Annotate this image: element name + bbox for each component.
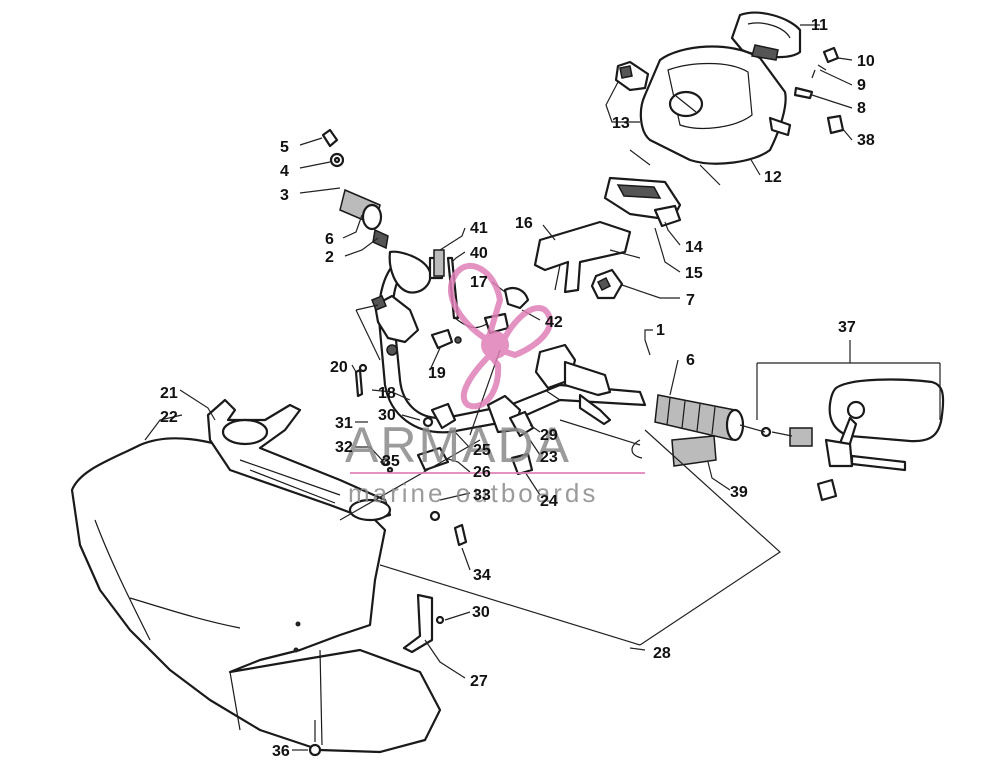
- gauge: [730, 11, 802, 61]
- windshield-mount-bracket: [206, 398, 392, 522]
- ignition-switch: [614, 60, 650, 92]
- control-bracket: [533, 220, 632, 294]
- callout-19: 19: [428, 365, 446, 382]
- callout-6-right: 6: [686, 352, 695, 369]
- callout-34: 34: [473, 567, 491, 584]
- bolt-20: [354, 363, 368, 398]
- callout-26: 26: [473, 464, 491, 481]
- callout-28: 28: [653, 645, 671, 662]
- callout-18: 18: [378, 385, 396, 402]
- callout-27: 27: [470, 673, 488, 690]
- callout-8: 8: [857, 100, 866, 117]
- callout-22: 22: [160, 409, 178, 426]
- callout-31: 31: [335, 415, 353, 432]
- callout-14: 14: [685, 239, 703, 256]
- grip-heater: [631, 435, 717, 467]
- callout-24: 24: [540, 493, 558, 510]
- callout-6-left: 6: [325, 231, 334, 248]
- throttle-control: [371, 294, 420, 356]
- heater-control-panel: [603, 176, 682, 228]
- cable-sleeve: [433, 249, 445, 277]
- clamp-42: [503, 286, 530, 310]
- left-grip-assembly: [321, 128, 389, 250]
- windshield-hole: [293, 647, 299, 653]
- callout-33: 33: [473, 487, 491, 504]
- switch-7: [590, 268, 624, 300]
- callout-37: 37: [838, 319, 856, 336]
- callout-23: 23: [540, 449, 558, 466]
- callout-13: 13: [612, 115, 630, 132]
- leader-lines: [144, 24, 853, 751]
- windshield-hole: [295, 621, 301, 627]
- callout-2: 2: [325, 249, 334, 266]
- callout-39: 39: [730, 484, 748, 501]
- brake-lever-assembly: [534, 343, 612, 426]
- callout-20: 20: [330, 359, 348, 376]
- callout-11: 11: [811, 17, 828, 34]
- instrument-pod: [639, 45, 792, 165]
- watermark-subtitle: marine outboards: [348, 478, 598, 508]
- callout-30-lower: 30: [472, 604, 490, 621]
- mirror-assembly: [760, 378, 945, 502]
- callout-25: 25: [473, 442, 491, 459]
- callout-29: 29: [540, 427, 558, 444]
- callout-36: 36: [272, 743, 290, 760]
- callout-38: 38: [857, 132, 875, 149]
- callout-42: 42: [545, 314, 563, 331]
- callout-1: 1: [656, 322, 665, 339]
- callout-41: 41: [470, 220, 488, 237]
- callout-12: 12: [764, 169, 782, 186]
- propeller-logo: [447, 262, 554, 410]
- callout-17: 17: [470, 274, 488, 291]
- reference-lines: [339, 149, 941, 646]
- callout-7: 7: [686, 292, 695, 309]
- callout-40: 40: [470, 245, 488, 262]
- gauge-hardware: [793, 46, 845, 135]
- callout-21: 21: [160, 385, 178, 402]
- watermark-rule: [350, 472, 645, 474]
- callout-30-upper: 30: [378, 407, 396, 424]
- mirror-spacer: [789, 427, 813, 447]
- lower-bracket: [308, 510, 468, 757]
- callout-labels: 1 2 3 4 5 6 6 7 8 9 10 11 12 13 14 15 16…: [160, 17, 875, 760]
- callout-35: 35: [382, 453, 400, 470]
- watermark-title: ARMADA: [345, 417, 571, 473]
- callout-9: 9: [857, 77, 866, 94]
- bracket-19: [430, 328, 462, 350]
- callout-4: 4: [280, 163, 289, 180]
- callout-5: 5: [280, 139, 289, 156]
- watermark: ARMADA marine outboards: [345, 262, 645, 508]
- callout-16: 16: [515, 215, 533, 232]
- callout-3: 3: [280, 187, 289, 204]
- callout-32: 32: [335, 439, 353, 456]
- right-grip: [654, 394, 745, 442]
- callout-10: 10: [857, 53, 875, 70]
- callout-15: 15: [685, 265, 703, 282]
